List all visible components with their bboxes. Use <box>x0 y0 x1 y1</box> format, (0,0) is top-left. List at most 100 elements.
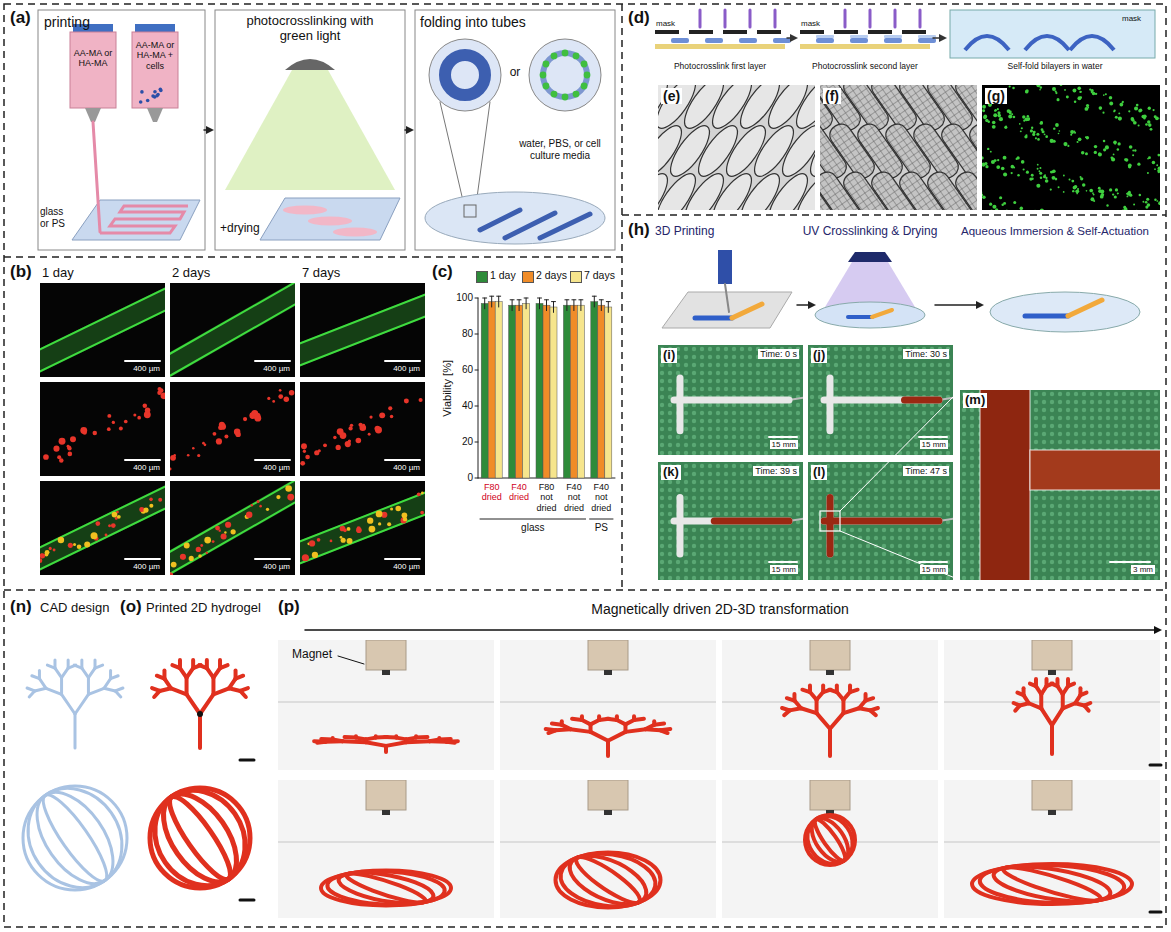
image-ground <box>658 345 803 455</box>
hydrogel-branch <box>60 678 63 695</box>
cell-dot <box>1020 211 1023 214</box>
tube-wall <box>35 506 170 572</box>
hydrogel-layer <box>816 38 834 43</box>
cell-dot <box>1128 110 1130 112</box>
error-cap <box>517 299 521 300</box>
viability-bar <box>543 305 550 478</box>
figure-group <box>1014 679 1091 754</box>
cell-dot <box>225 522 231 528</box>
viability-bar <box>591 302 598 478</box>
mask-label: mask <box>801 19 820 28</box>
hydrogel-branch <box>1050 725 1054 754</box>
cell-dot <box>53 549 56 552</box>
cell-dot <box>1147 158 1149 160</box>
cell-dot <box>1045 179 1049 183</box>
step-title: Photocrosslink second layer <box>812 62 918 72</box>
cell-dot <box>1026 171 1029 174</box>
hydrogel-layer <box>773 38 791 43</box>
cell-dot <box>1013 116 1016 119</box>
cell-dot <box>1117 142 1120 145</box>
cell-dot <box>1136 254 1138 256</box>
cell-dot <box>213 432 217 436</box>
figure-group <box>546 716 671 756</box>
viability-bar <box>605 307 612 478</box>
cell-dot <box>231 529 236 534</box>
cell-dot <box>994 110 996 112</box>
tube <box>674 397 789 404</box>
cell-dot <box>1085 152 1088 155</box>
panel-divider <box>621 4 623 590</box>
micrograph <box>295 481 430 575</box>
tube <box>677 378 684 431</box>
cell-dot <box>1094 145 1097 148</box>
scale-label: 400 µm <box>393 463 420 472</box>
error-cap <box>483 298 487 299</box>
cell-dot <box>216 438 222 444</box>
cell-dot <box>143 403 148 408</box>
cell-dot <box>1085 238 1089 242</box>
cell-dot <box>1057 98 1060 101</box>
cell-dot <box>1091 91 1093 93</box>
cell-dot <box>388 406 392 410</box>
cell-dot <box>1131 252 1134 255</box>
panel-letter: (h) <box>628 220 650 240</box>
cell-dot <box>170 455 176 461</box>
tick-label: 40 <box>462 400 473 412</box>
panel-letter: (i) <box>661 348 677 363</box>
cell-dot <box>149 504 153 508</box>
mask-bar <box>834 30 858 34</box>
cell-dot <box>584 72 591 79</box>
cell-dot <box>333 436 337 440</box>
cell-dot <box>323 443 327 447</box>
step-note: +drying <box>220 222 260 236</box>
cell-dot <box>1111 157 1113 159</box>
marker-dot <box>197 711 203 717</box>
cell-dot <box>992 121 996 125</box>
cell-dot <box>1138 124 1140 126</box>
arrow-head <box>790 34 798 42</box>
cell-dot <box>180 554 186 560</box>
scale-bar <box>1150 911 1161 914</box>
micrograph <box>169 382 295 476</box>
hydrogel-branch <box>331 738 335 739</box>
cell-dot <box>1070 134 1072 136</box>
tube-fill <box>35 297 170 363</box>
cell-dot <box>1167 166 1171 170</box>
panel-letter: (k) <box>661 465 681 480</box>
cell-dot <box>1004 126 1007 129</box>
hydrogel-branch <box>608 732 625 741</box>
cell-dot <box>1023 120 1025 122</box>
cell-dot <box>1124 207 1128 211</box>
cell-dot <box>1011 172 1013 174</box>
panel-title: Printed 2D hydrogel <box>146 601 261 616</box>
micrograph <box>295 283 430 377</box>
hydrogel-layer <box>850 38 868 43</box>
legend-text: 7 days <box>584 269 615 281</box>
hydrogel-branch <box>74 714 77 748</box>
cell-dot <box>305 455 310 460</box>
hydrogel-meridian <box>950 858 1153 910</box>
hydrogel-branch <box>200 694 213 714</box>
image-ground <box>808 462 953 580</box>
hydrogel-branch <box>236 676 244 679</box>
cell-dot <box>1008 213 1010 215</box>
cell-dot <box>1113 140 1117 144</box>
cell-dot <box>1080 176 1082 178</box>
cell-dot <box>996 165 1000 169</box>
cell-dot <box>1082 183 1086 187</box>
cell-dot <box>1166 215 1169 218</box>
cell-dot <box>1121 209 1124 212</box>
cell-dot <box>1039 172 1042 175</box>
cell-dot <box>1084 240 1087 243</box>
glass-plate <box>260 198 400 240</box>
panel-letter: (d) <box>628 8 650 28</box>
cell-dot <box>1146 258 1148 260</box>
cell-dot <box>1036 83 1040 87</box>
cell-dot <box>573 53 580 60</box>
tick-label: 0 <box>467 472 473 484</box>
cell-dot <box>1022 218 1025 221</box>
medium-label: water, PBS, or cell culture media <box>508 138 613 161</box>
cell-dot <box>1162 210 1166 214</box>
tube <box>827 497 834 554</box>
printed-strip <box>848 315 872 319</box>
